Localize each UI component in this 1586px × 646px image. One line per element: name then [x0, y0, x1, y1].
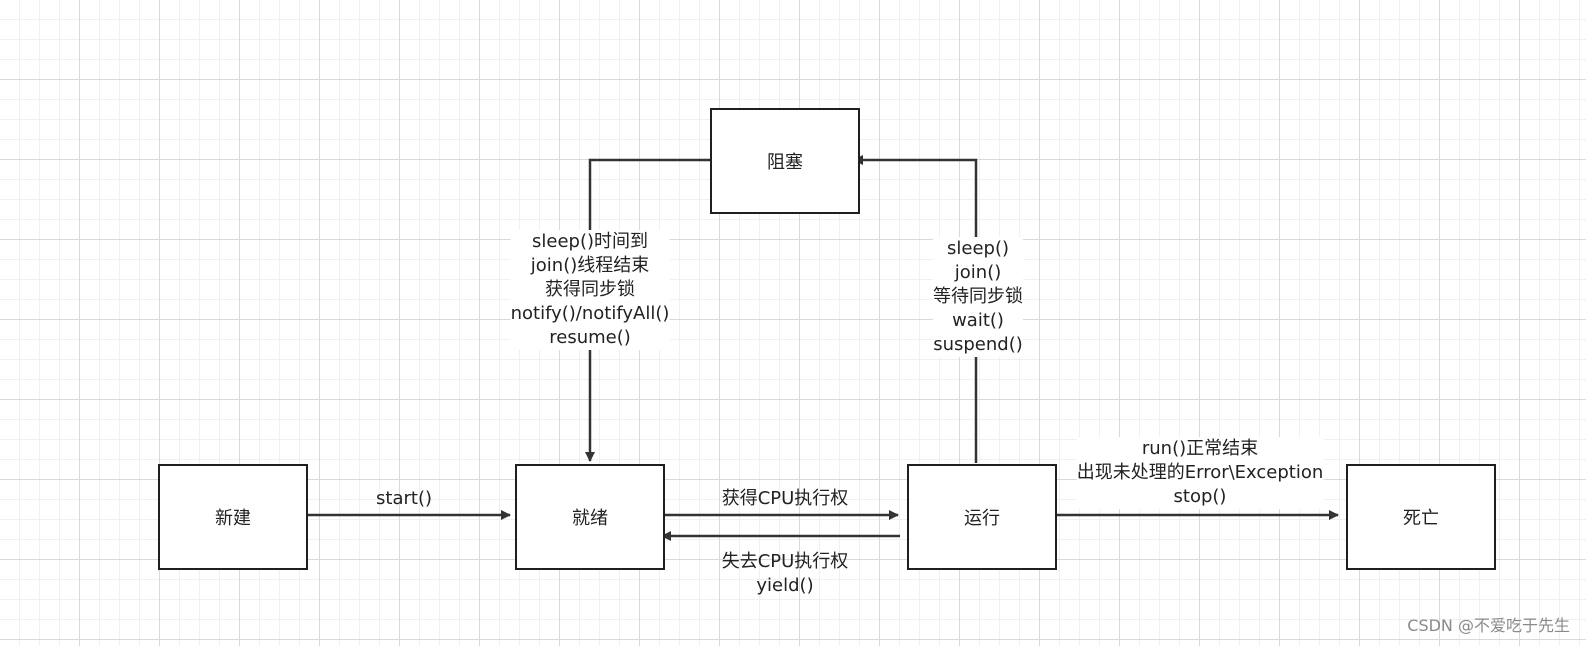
label-line: 等待同步锁	[933, 286, 1023, 307]
label-line: 获得同步锁	[545, 279, 635, 300]
label-line: join()	[954, 262, 1002, 283]
state-ready: 就绪	[515, 464, 665, 570]
label-line: wait()	[952, 310, 1004, 331]
label-line: yield()	[756, 575, 814, 596]
label-running-to-blocked: sleep() join() 等待同步锁 wait() suspend()	[933, 237, 1023, 357]
label-running-to-dead: run()正常结束 出现未处理的Error\Exception stop()	[1076, 437, 1324, 509]
watermark: CSDN @不爱吃于先生	[1407, 616, 1570, 635]
arrow-blocked-to-ready	[585, 158, 710, 462]
label-line: sleep()	[947, 238, 1009, 259]
state-blocked: 阻塞	[710, 108, 860, 214]
label-line: suspend()	[933, 334, 1023, 355]
label-line: stop()	[1173, 486, 1227, 507]
label-ready-to-running: 获得CPU执行权	[722, 487, 849, 511]
label-line: start()	[376, 488, 432, 509]
label-line: notify()/notifyAll()	[510, 303, 670, 324]
label-line: 出现未处理的Error\Exception	[1076, 462, 1324, 483]
label-line: 获得CPU执行权	[721, 488, 849, 509]
label-new-to-ready: start()	[376, 487, 432, 511]
label-line: sleep()时间到	[532, 231, 648, 252]
label-running-to-ready: 失去CPU执行权 yield()	[722, 550, 849, 598]
label-line: join()线程结束	[530, 255, 650, 276]
label-line: resume()	[549, 327, 631, 348]
state-new: 新建	[158, 464, 308, 570]
label-line: 失去CPU执行权	[721, 551, 849, 572]
state-running: 运行	[907, 464, 1057, 570]
label-blocked-to-ready: sleep()时间到 join()线程结束 获得同步锁 notify()/not…	[510, 230, 670, 350]
state-dead: 死亡	[1346, 464, 1496, 570]
arrow-running-to-blocked	[853, 155, 978, 463]
label-line: run()正常结束	[1141, 438, 1259, 459]
